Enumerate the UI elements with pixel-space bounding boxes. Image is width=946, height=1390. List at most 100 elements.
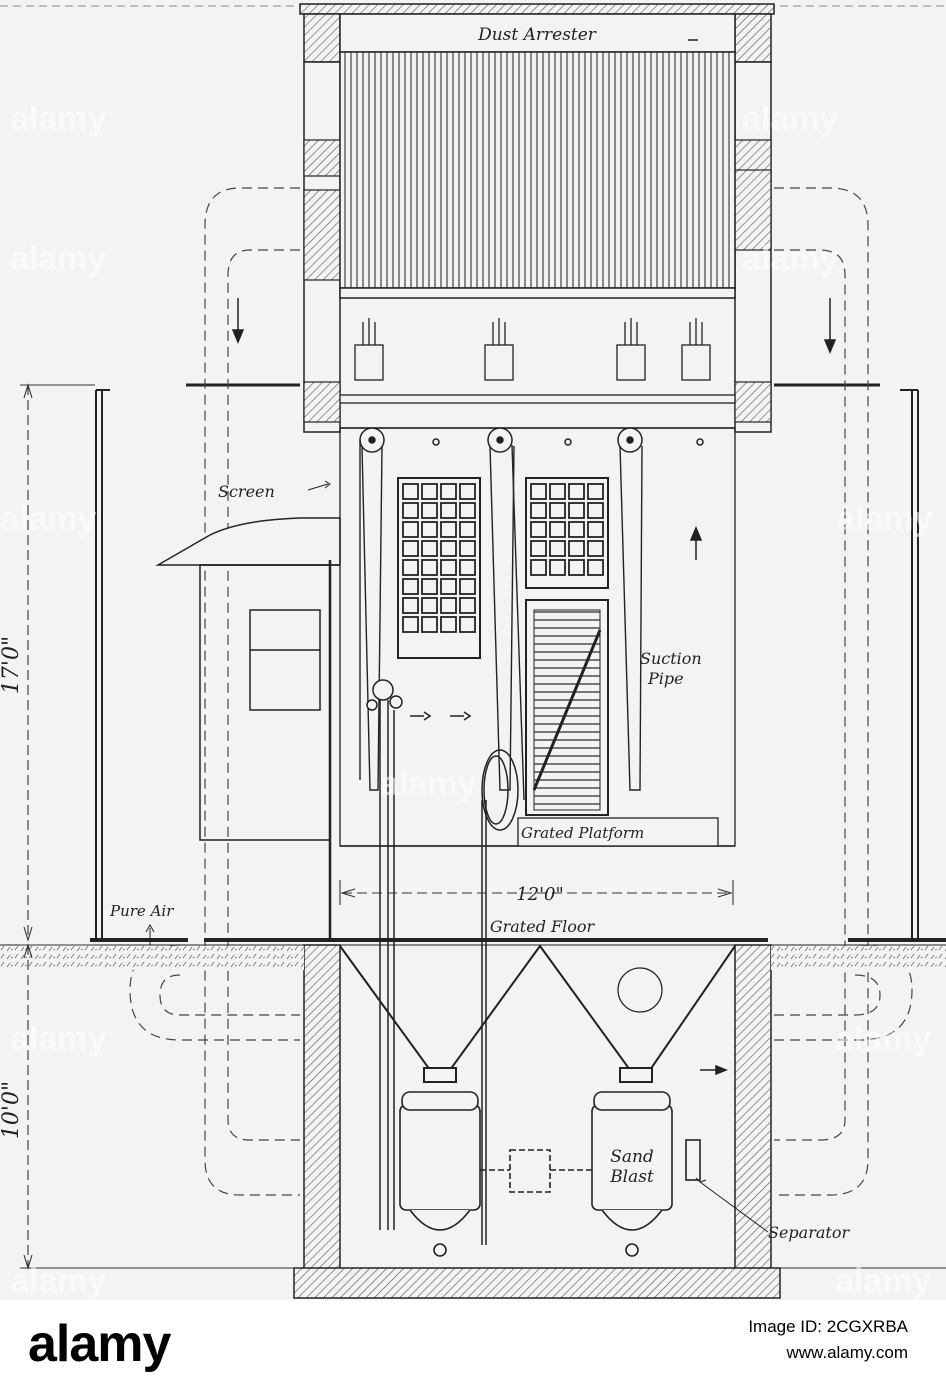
hanging-pipes [359,440,643,801]
window-pane [459,521,476,538]
watermark: alamy [0,500,96,538]
door [525,599,609,816]
window-pane [421,483,438,500]
booth-hood [155,517,341,940]
blast-controls [366,679,472,1230]
site-url[interactable]: www.alamy.com [786,1343,908,1362]
exterior-frames [95,389,919,940]
sand-blast-room-elevation-drawing: Dust Arrester Screen Suction Pipe Grated… [0,3,946,1300]
window-pane [459,578,476,595]
window-pane [568,559,585,576]
window-pane [568,483,585,500]
window-pane [402,616,419,633]
window-pane [459,597,476,614]
window-pane [530,521,547,538]
image-id: Image ID: 2CGXRBA [748,1317,908,1336]
building-walls [293,13,781,1299]
window-pane [568,540,585,557]
separator-label: Separator [768,1223,850,1242]
window-pane [421,616,438,633]
window-pane [421,597,438,614]
air-ducts [129,187,913,1196]
watermark: alamy [380,765,476,803]
window-pane [459,540,476,557]
window-pane [440,559,457,576]
window-pane [549,559,566,576]
watermark: alamy [10,1020,106,1058]
ground [0,938,946,970]
watermark: alamy [835,1262,931,1300]
grated-platform-label: Grated Platform [521,824,644,842]
window-pane [587,483,604,500]
window-panes [402,483,604,633]
sand-blast-label-line1: Sand [610,1147,654,1167]
footer-bar: alamy Image ID: 2CGXRBA www.alamy.com [0,1300,946,1390]
sand-blast-machines [399,1091,769,1257]
watermark: alamy [742,100,838,138]
watermark: alamy [742,240,838,278]
window-pane [402,483,419,500]
watermarks: alamy alamy alamy alamy alamy alamy alam… [0,100,932,1300]
window-pane [402,578,419,595]
alamy-logo[interactable]: alamy [28,1315,171,1373]
window-pane [549,521,566,538]
window-pane [549,540,566,557]
watermark: alamy [10,240,106,278]
window-pane [530,540,547,557]
watermark: alamy [10,1262,106,1300]
window-pane [459,559,476,576]
window-pane [402,559,419,576]
hose [481,749,519,1245]
duct-flow-arrows [231,298,837,1076]
window-pane [440,540,457,557]
width-dimension-label: 12'0" [516,884,564,905]
window-pane [568,521,585,538]
dust-arrester [339,13,736,299]
window-pane [421,502,438,519]
window-pane [440,578,457,595]
window-pane [440,521,457,538]
screen-label: Screen [218,482,275,501]
window-pane [440,597,457,614]
window-pane [402,540,419,557]
window-pane [459,483,476,500]
window-pane [530,483,547,500]
height-upper-label: 17'0" [0,636,24,694]
window-pane [440,483,457,500]
roof [0,3,946,15]
callout-lines [145,480,331,945]
sand-blast-label-line2: Blast [609,1167,654,1187]
image-info: Image ID: 2CGXRBA www.alamy.com [748,1314,908,1366]
window-pane [587,521,604,538]
pulleys [359,427,704,453]
window-pane [440,502,457,519]
window-pane [587,540,604,557]
suction-pipe-label-line1: Suction [640,649,702,668]
window-pane [530,502,547,519]
window-pane [402,521,419,538]
window-pane [459,502,476,519]
drawing-area: Dust Arrester Screen Suction Pipe Grated… [0,0,946,1300]
dimension-lines [20,383,946,1270]
window-pane [459,616,476,633]
dust-arrester-label: Dust Arrester [477,25,597,45]
window-pane [549,502,566,519]
grated-floor-label: Grated Floor [490,917,596,936]
blast-room [339,427,736,1245]
outlets [354,318,711,381]
window-pane [421,540,438,557]
watermark: alamy [835,1020,931,1058]
watermark: alamy [836,500,932,538]
window-pane [421,559,438,576]
window-pane [587,559,604,576]
window-pane [587,502,604,519]
suction-pipe-label-line2: Pipe [647,669,684,688]
window-pane [402,597,419,614]
window-pane [530,559,547,576]
window-pane [549,483,566,500]
height-lower-label: 10'0" [0,1081,24,1139]
window-pane [421,521,438,538]
window-pane [568,502,585,519]
pure-air-label: Pure Air [109,902,174,920]
upper-beam [186,383,880,429]
